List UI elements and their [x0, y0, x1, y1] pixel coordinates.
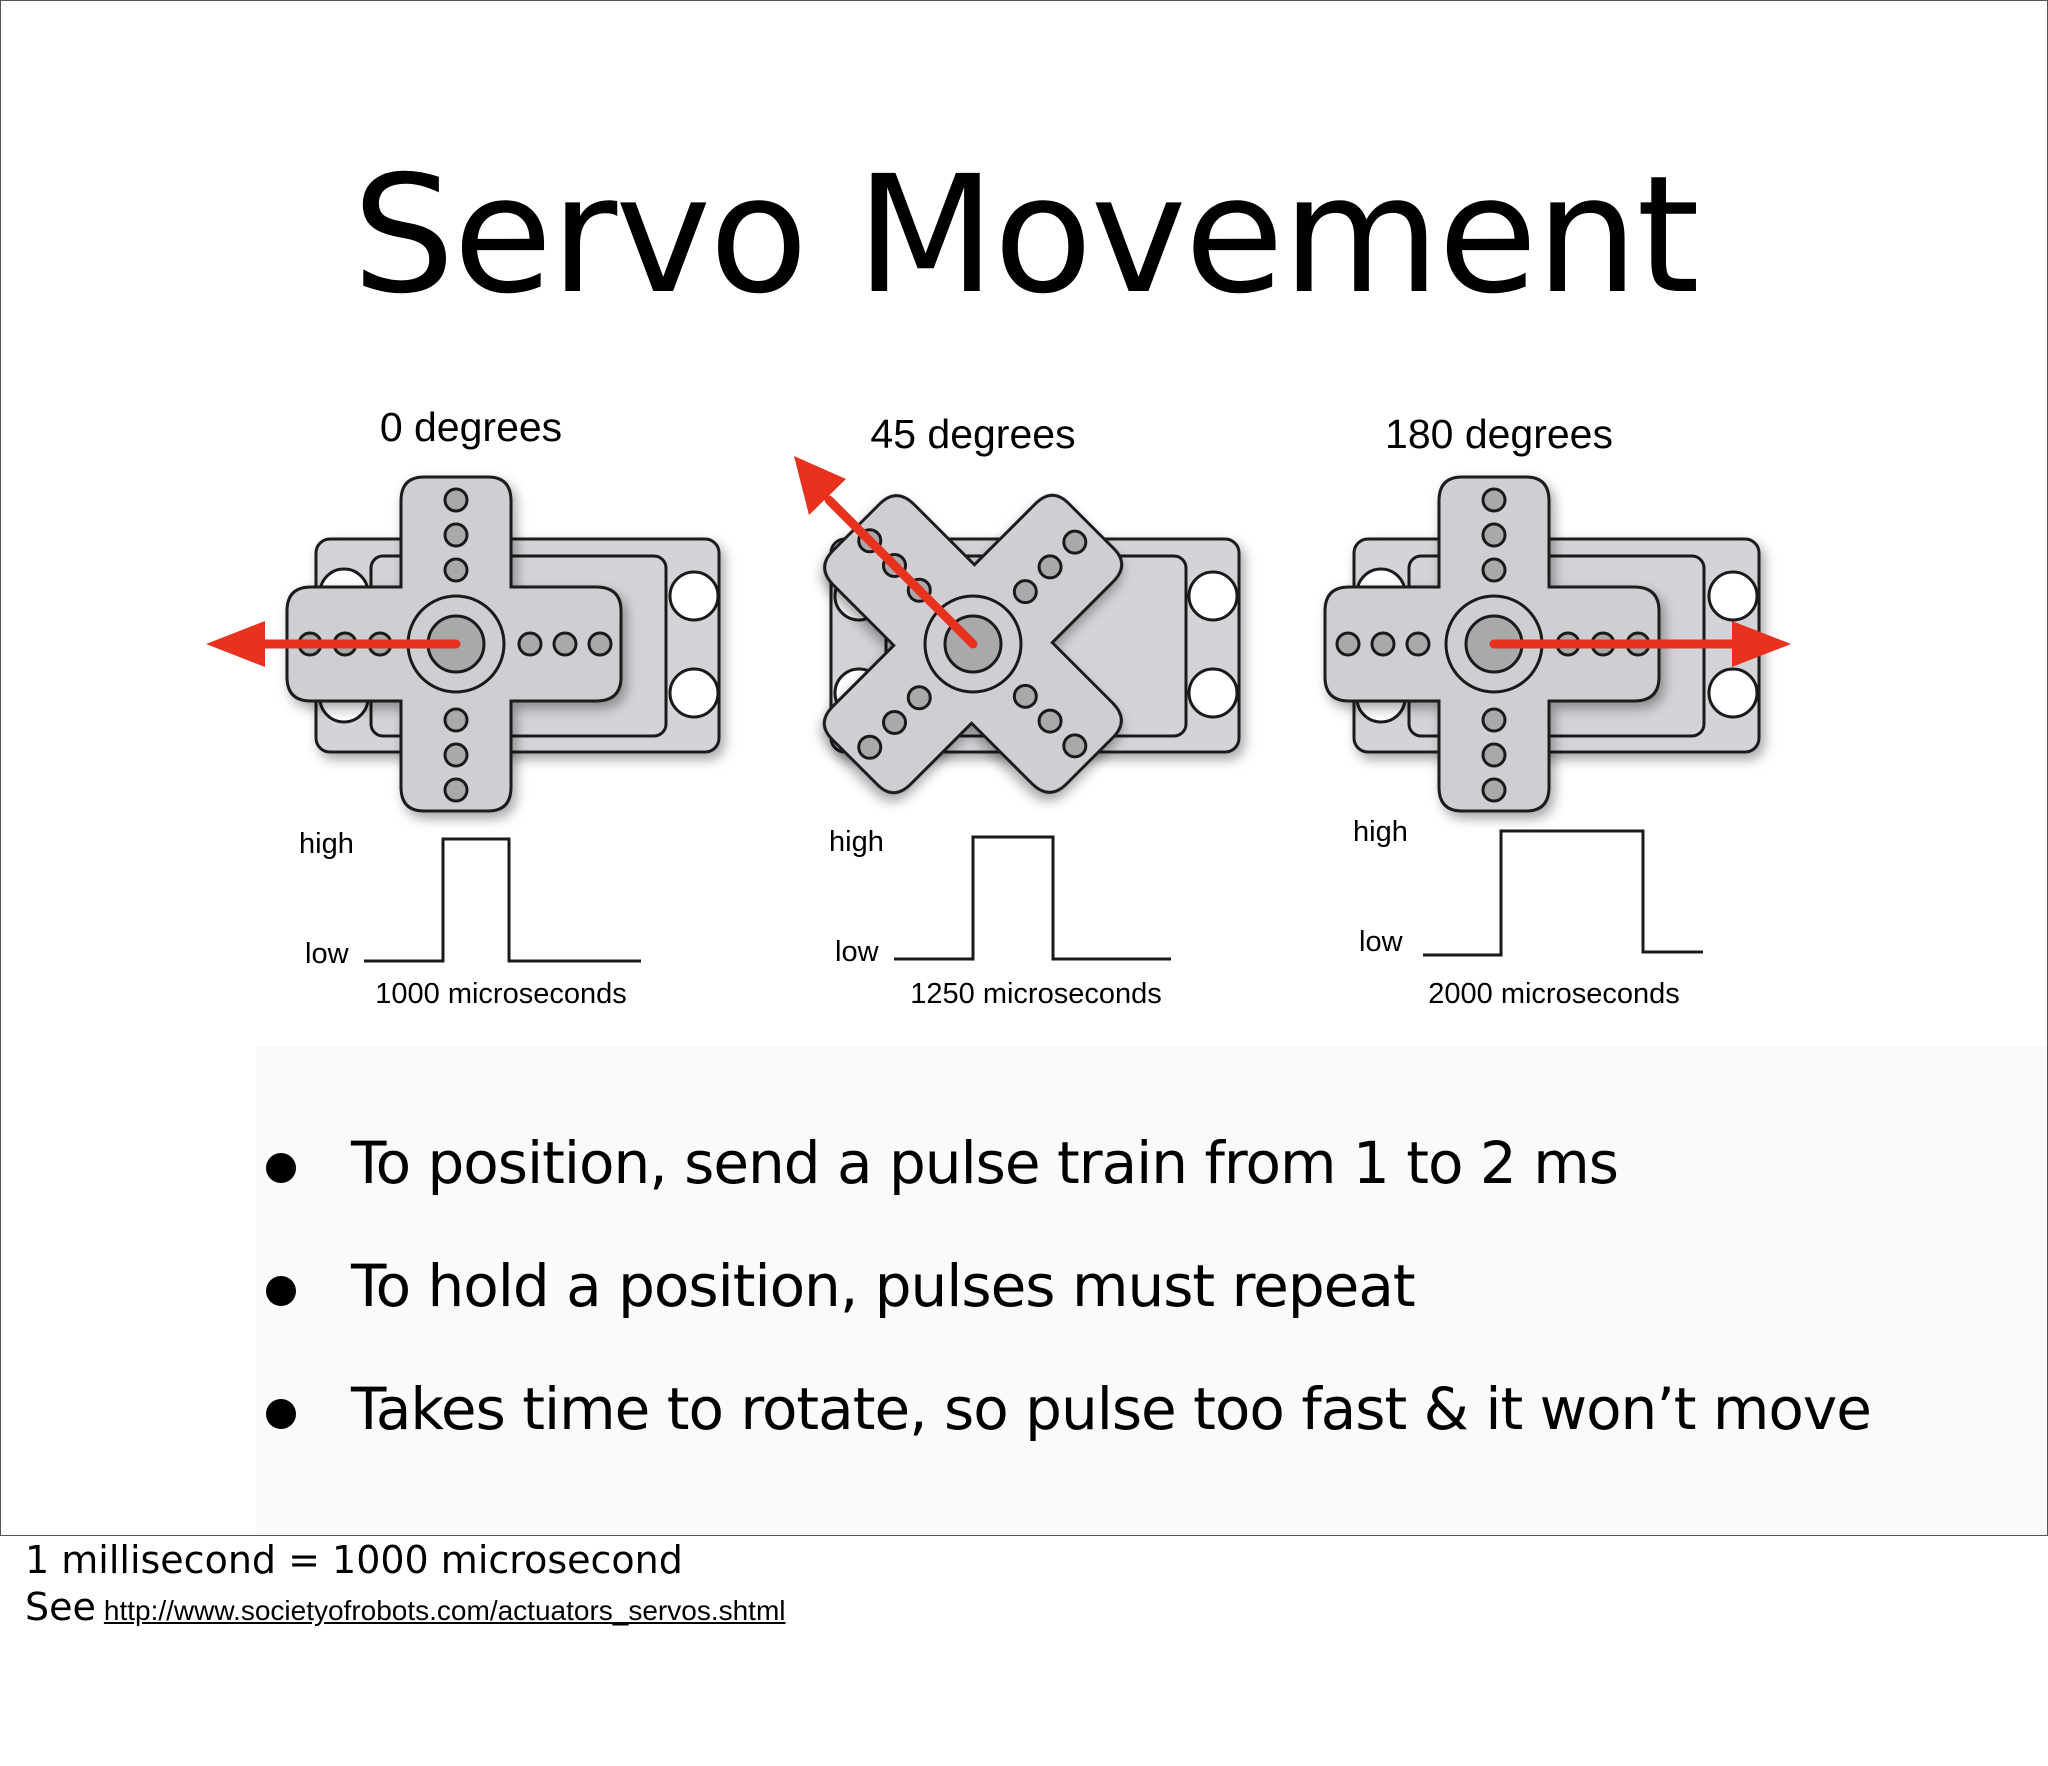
slide-background-panel: [256, 1046, 2047, 1535]
mount-hole: [1187, 570, 1239, 622]
servo-180-degrees: 180 degrees: [1323, 411, 1791, 1010]
high-label: high: [829, 826, 884, 858]
position-arrow-upper-left: [794, 456, 978, 649]
low-label: low: [1359, 926, 1404, 958]
bullet-item: To hold a position, pulses must repeat: [256, 1236, 1871, 1359]
slide-title: Servo Movement: [352, 142, 1700, 330]
bullet-item: Takes time to rotate, so pulse too fast …: [256, 1359, 1872, 1482]
pulse-duration-label: 1250 microseconds: [910, 978, 1161, 1010]
servo-diagram: 0 degrees: [206, 404, 1791, 1010]
mount-hole: [668, 667, 720, 719]
slide: Servo Movement 0 degrees: [0, 0, 2048, 1536]
reference-link[interactable]: http://www.societyofrobots.com/actuators…: [103, 1595, 786, 1626]
mount-hole: [668, 570, 720, 622]
bullet-list: To position, send a pulse train from 1 t…: [256, 1113, 1872, 1482]
bullet-text: To position, send a pulse train from 1 t…: [351, 1129, 1619, 1197]
high-label: high: [1353, 816, 1408, 848]
angle-label-0: 0 degrees: [380, 404, 562, 450]
position-arrow-right: [1489, 621, 1791, 667]
bullet-dot-icon: [266, 1153, 296, 1183]
mount-hole: [1707, 570, 1759, 622]
angle-label-180: 180 degrees: [1385, 411, 1613, 457]
servo-0-degrees: 0 degrees: [206, 404, 721, 1010]
servo-45-degrees: 45 degrees: [794, 411, 1241, 1010]
position-arrow-left: [206, 621, 461, 667]
bullet-text: To hold a position, pulses must repeat: [351, 1252, 1416, 1320]
high-label: high: [299, 828, 354, 860]
see-label: See: [25, 1585, 96, 1629]
pulse-duration-label: 1000 microseconds: [375, 978, 626, 1010]
mount-hole: [1707, 667, 1759, 719]
pulse-waveform: high low 2000 microseconds: [1353, 816, 1703, 1010]
pulse-waveform: high low 1000 microseconds: [299, 828, 641, 1010]
pulse-waveform: high low 1250 microseconds: [829, 826, 1171, 1010]
bullet-dot-icon: [266, 1399, 296, 1429]
bullet-text: Takes time to rotate, so pulse too fast …: [351, 1375, 1872, 1443]
pulse-duration-label: 2000 microseconds: [1428, 978, 1679, 1010]
low-label: low: [305, 938, 350, 970]
bullet-dot-icon: [266, 1276, 296, 1306]
conversion-note: 1 millisecond = 1000 microsecond: [25, 1538, 683, 1582]
mount-hole: [1187, 667, 1239, 719]
bullet-item: To position, send a pulse train from 1 t…: [256, 1113, 1871, 1236]
low-label: low: [835, 936, 880, 968]
angle-label-45: 45 degrees: [870, 411, 1075, 457]
